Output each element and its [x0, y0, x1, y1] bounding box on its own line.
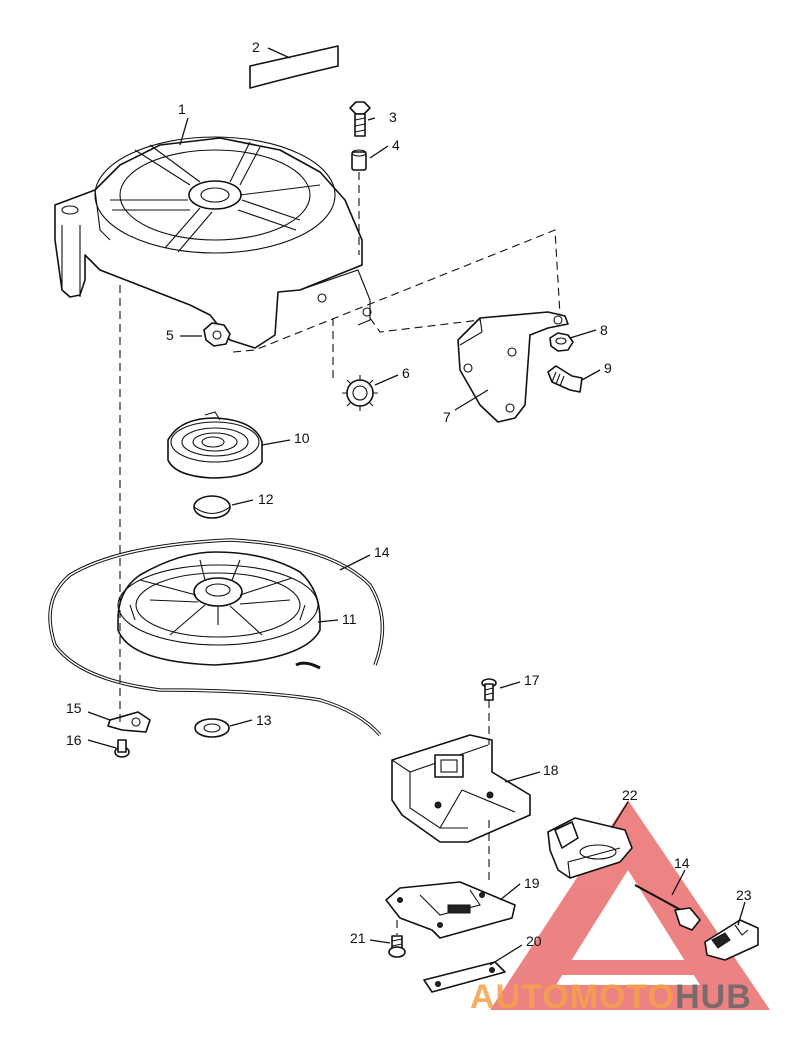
part-7-bracket: [457, 311, 569, 423]
part-16-screw: [114, 739, 130, 758]
callout-22: 22: [622, 787, 638, 803]
callout-8: 8: [600, 322, 608, 338]
callout-18: 18: [543, 762, 559, 778]
part-4-spacer: [351, 149, 367, 171]
part-19-plate: [385, 881, 516, 939]
watermark-logo: [490, 800, 770, 1010]
callout-1: 1: [178, 101, 186, 117]
callout-14: 14: [374, 544, 390, 560]
callout-labels: 1 2 3 4 5 6 7 8 9 10 11 12 13 14 14 15 1…: [66, 39, 752, 949]
callout-16: 16: [66, 732, 82, 748]
watermark-triangle: [490, 800, 770, 1010]
part-18-guide: [391, 734, 531, 843]
part-2-decal: [249, 45, 339, 89]
part-12-disc: [193, 495, 231, 519]
callout-21: 21: [350, 930, 366, 946]
callout-3: 3: [389, 109, 397, 125]
callout-7: 7: [443, 409, 451, 425]
callout-19: 19: [524, 875, 540, 891]
watermark-word-moto: MOTO: [570, 978, 675, 1016]
callout-23: 23: [736, 887, 752, 903]
part-17-screw: [481, 678, 497, 701]
callout-6: 6: [402, 365, 410, 381]
part-11-pulley: [117, 551, 321, 666]
callout-11: 11: [342, 611, 357, 627]
watermark-wordmark: AUTOMOTOHUB: [470, 978, 752, 1016]
watermark-word-auto: AUTO: [470, 978, 570, 1016]
callout-4: 4: [392, 137, 400, 153]
part-14-rope: [48, 538, 385, 737]
callout-12: 12: [258, 491, 274, 507]
assembly-lines: [119, 172, 561, 935]
callout-14b: 14: [674, 855, 690, 871]
callout-13: 13: [256, 712, 272, 728]
part-10-spring: [167, 411, 263, 479]
part-21-screw: [388, 935, 406, 958]
part-3-bolt: [349, 101, 371, 137]
part-1-housing: [54, 136, 372, 349]
callout-5: 5: [166, 327, 174, 343]
part-9-bolt: [547, 365, 583, 393]
watermark-bar: [550, 960, 710, 975]
part-5-nut: [203, 322, 231, 347]
callout-2: 2: [252, 39, 260, 55]
part-8-nut: [549, 332, 574, 352]
part-6-lockwasher: [342, 375, 378, 411]
part-13-washer: [194, 718, 230, 738]
svg-text:AUTOMOTOHUB: AUTOMOTOHUB: [470, 978, 752, 1016]
callout-20: 20: [526, 933, 542, 949]
callout-9: 9: [604, 360, 612, 376]
part-14-rope-end: [634, 884, 701, 931]
watermark-word-hub: HUB: [675, 978, 752, 1016]
leader-lines: [87, 47, 746, 966]
part-22-handle: [547, 817, 633, 879]
part-15-clip: [107, 711, 151, 733]
callout-15: 15: [66, 700, 82, 716]
part-20-strip: [423, 961, 506, 993]
callout-17: 17: [524, 672, 540, 688]
callout-10: 10: [294, 430, 310, 446]
